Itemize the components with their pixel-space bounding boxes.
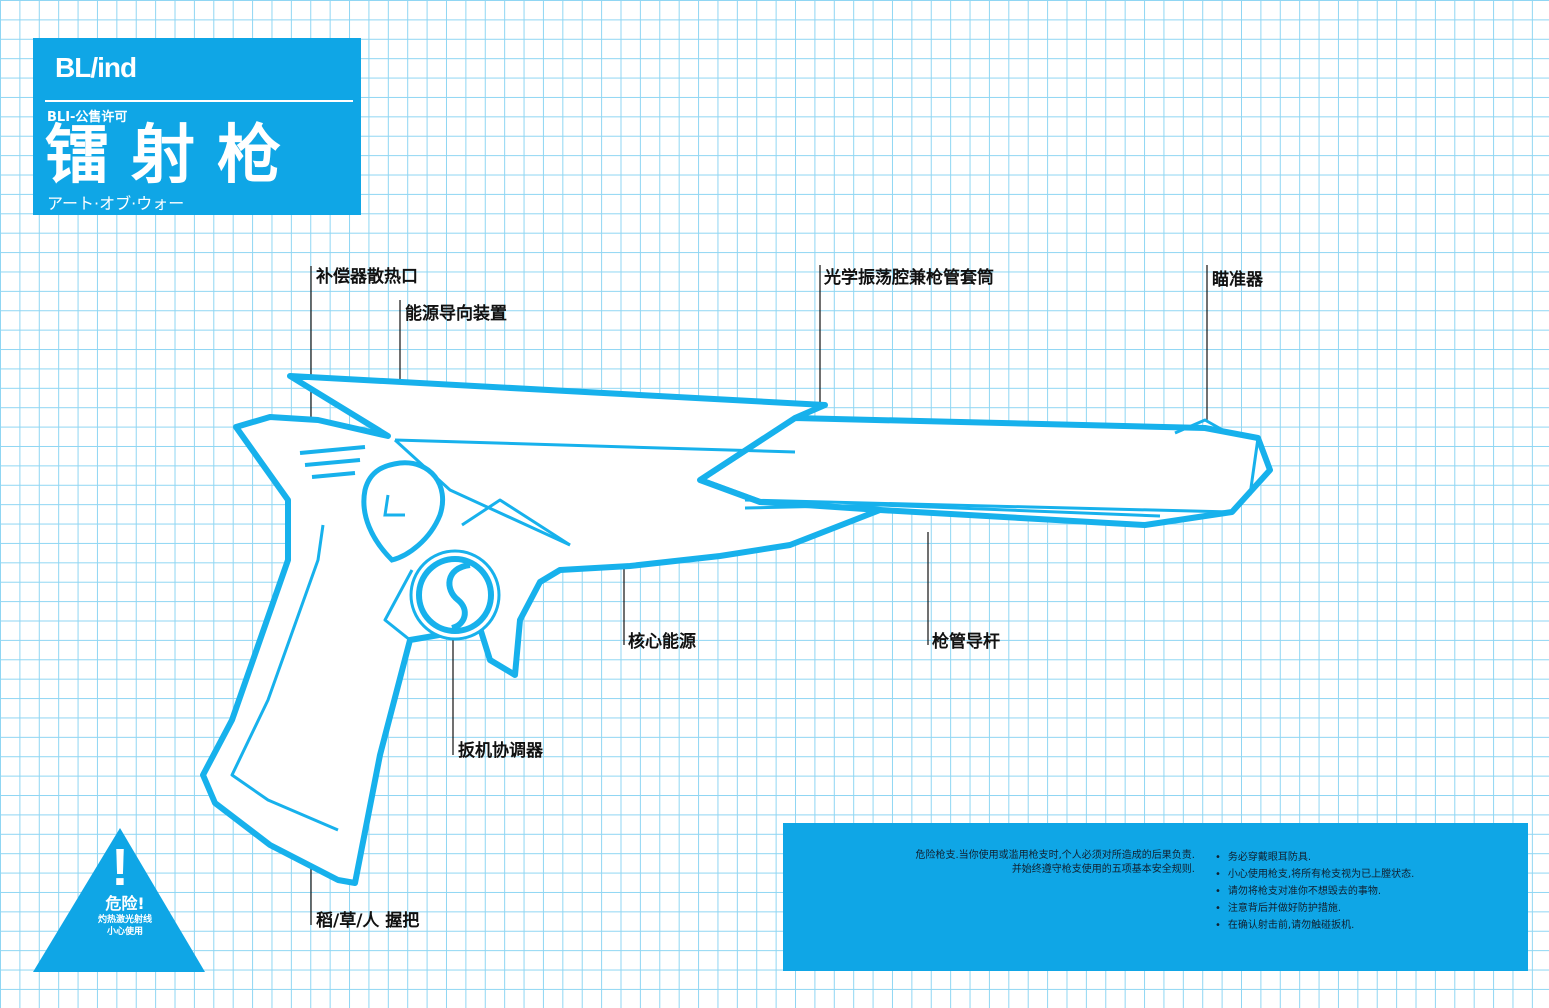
safety-rule: 小心使用枪支,将所有枪支视为已上膛状态. <box>1215 866 1414 883</box>
safety-rule: 在确认射击前,请勿触碰扳机. <box>1215 917 1414 934</box>
barrel-top-line <box>394 438 796 454</box>
energy-guide-fin <box>461 498 571 547</box>
vent-slot <box>311 471 356 479</box>
warning-triangle: ! <box>33 828 205 972</box>
vent-slots <box>299 445 366 479</box>
label-energy-guide: 能源导向装置 <box>405 304 507 324</box>
label-barrel-guide-rod: 枪管导杆 <box>932 632 1000 652</box>
warning-text: 危险! 灼热激光射线 小心使用 <box>70 890 180 938</box>
exclamation-icon: ! <box>111 839 128 897</box>
label-compensator-vent: 补偿器散热口 <box>316 267 418 287</box>
label-sight: 瞄准器 <box>1212 270 1263 290</box>
label-grip: 稻/草/人 握把 <box>316 911 420 931</box>
guide-rod-shape <box>744 503 1161 518</box>
trigger-coordinator-device <box>409 549 501 641</box>
slide-line <box>393 438 571 547</box>
safety-rule: 请勿将枪支对准你不想毁去的事物. <box>1215 883 1414 900</box>
safety-rule: 务必穿戴眼耳防具. <box>1215 849 1414 866</box>
grip-frame-line <box>383 569 414 642</box>
trigger-swirl <box>446 562 471 631</box>
page-title: 镭射枪 <box>45 119 303 193</box>
grip-inner-line <box>230 524 339 832</box>
title-divider <box>45 100 353 102</box>
warning-line-1: 灼热激光射线 <box>97 915 152 925</box>
safety-rules-list: 务必穿戴眼耳防具. 小心使用枪支,将所有枪支视为已上膛状态. 请勿将枪支对准你不… <box>1215 849 1414 934</box>
vent-slot <box>299 445 366 455</box>
title-block: BL/ind BLI-公售许可 镭射枪 アート·オブ·ウォー <box>33 38 361 215</box>
safety-statement-line-1: 危险枪支.当你使用或滥用枪支时,个人必须对所造成的后果负责. <box>915 850 1195 861</box>
energy-guide-teardrop <box>361 460 446 563</box>
warning-line-2: 小心使用 <box>106 927 143 937</box>
safety-panel: 危险枪支.当你使用或滥用枪支时,个人必须对所造成的后果负责. 并始终遵守枪支使用… <box>783 823 1528 971</box>
vent-slot <box>304 458 361 467</box>
safety-rule: 注意背后并做好防护措施. <box>1215 900 1414 917</box>
warning-title: 危险! <box>105 894 145 913</box>
safety-statement-line-2: 并始终遵守枪支使用的五项基本安全规则. <box>1011 864 1195 875</box>
brand-logo: BL/ind <box>55 52 137 83</box>
sight-shape <box>1174 418 1229 435</box>
laser-gun-outline <box>200 373 1273 886</box>
barrel-lower-line <box>744 498 1233 514</box>
safety-statement: 危险枪支.当你使用或滥用枪支时,个人必须对所造成的后果负责. 并始终遵守枪支使用… <box>915 849 1195 877</box>
warning-triangle-shape <box>33 828 205 972</box>
page-subtitle: アート·オブ·ウォー <box>47 194 185 213</box>
label-optical-cavity: 光学振荡腔兼枪管套筒 <box>824 268 994 288</box>
energy-guide-mark <box>383 494 405 517</box>
label-trigger-coordinator: 扳机协调器 <box>458 741 543 761</box>
barrel-front-facet <box>1248 437 1260 496</box>
gun-details <box>230 418 1260 832</box>
label-core-energy: 核心能源 <box>628 632 696 652</box>
energy-guide-device <box>361 460 446 563</box>
license-text: BLI-公售许可 <box>47 110 128 125</box>
